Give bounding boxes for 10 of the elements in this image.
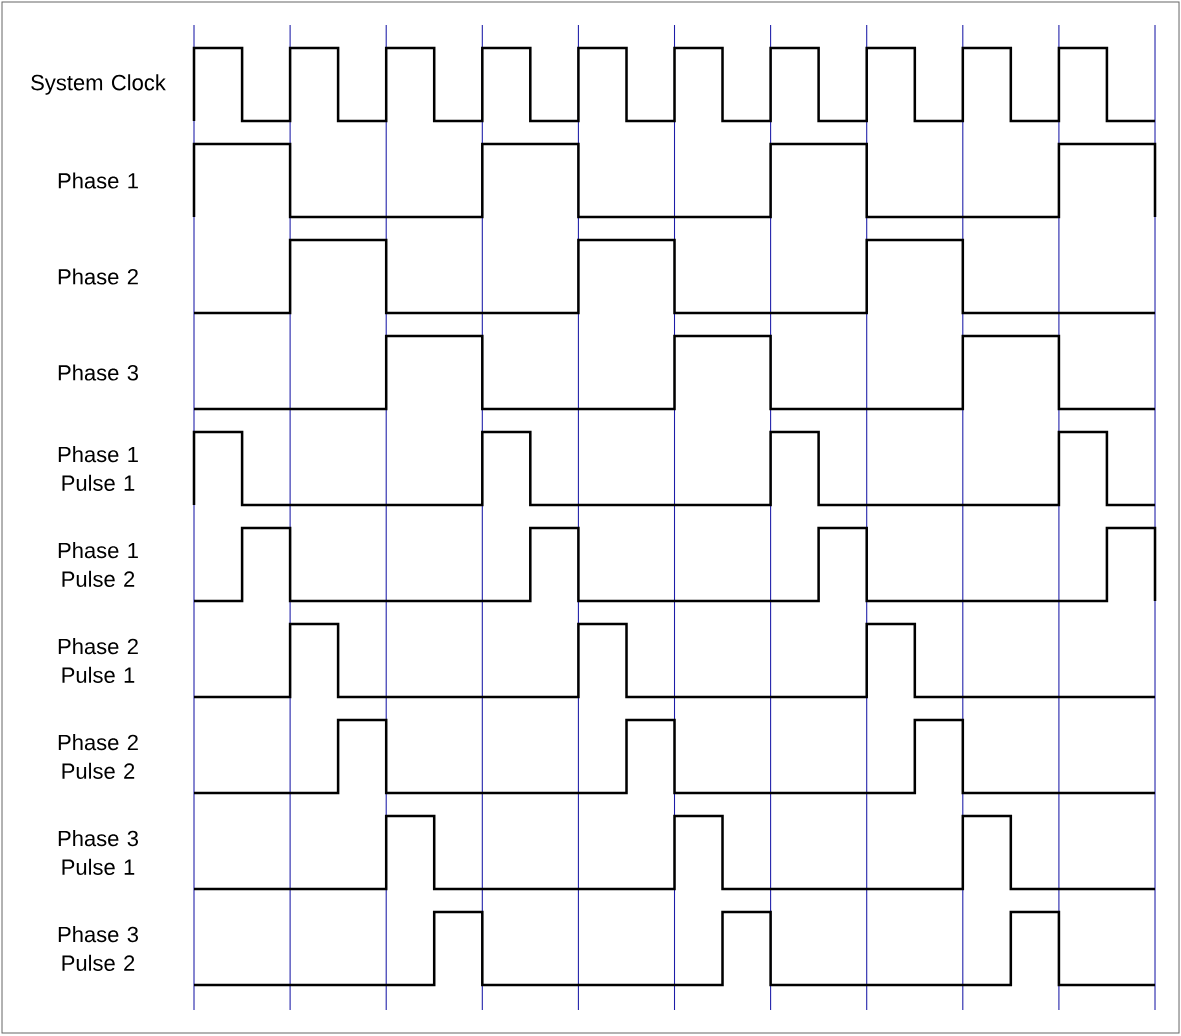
- signal-label: Phase 3 Pulse 2: [58, 926, 138, 971]
- signal-label: Phase 3 Pulse 1: [58, 830, 138, 875]
- signal-label: System Clock: [31, 74, 166, 95]
- signal-label: Phase 1 Pulse 1: [58, 446, 138, 491]
- signal-label: Phase 3: [58, 364, 138, 381]
- signal-label: Phase 1: [58, 172, 138, 189]
- signal-label: Phase 1 Pulse 2: [58, 542, 138, 587]
- signal-label: Phase 2 Pulse 2: [58, 734, 138, 779]
- signal-label: Phase 2: [58, 268, 138, 285]
- signal-label: Phase 2 Pulse 1: [58, 638, 138, 683]
